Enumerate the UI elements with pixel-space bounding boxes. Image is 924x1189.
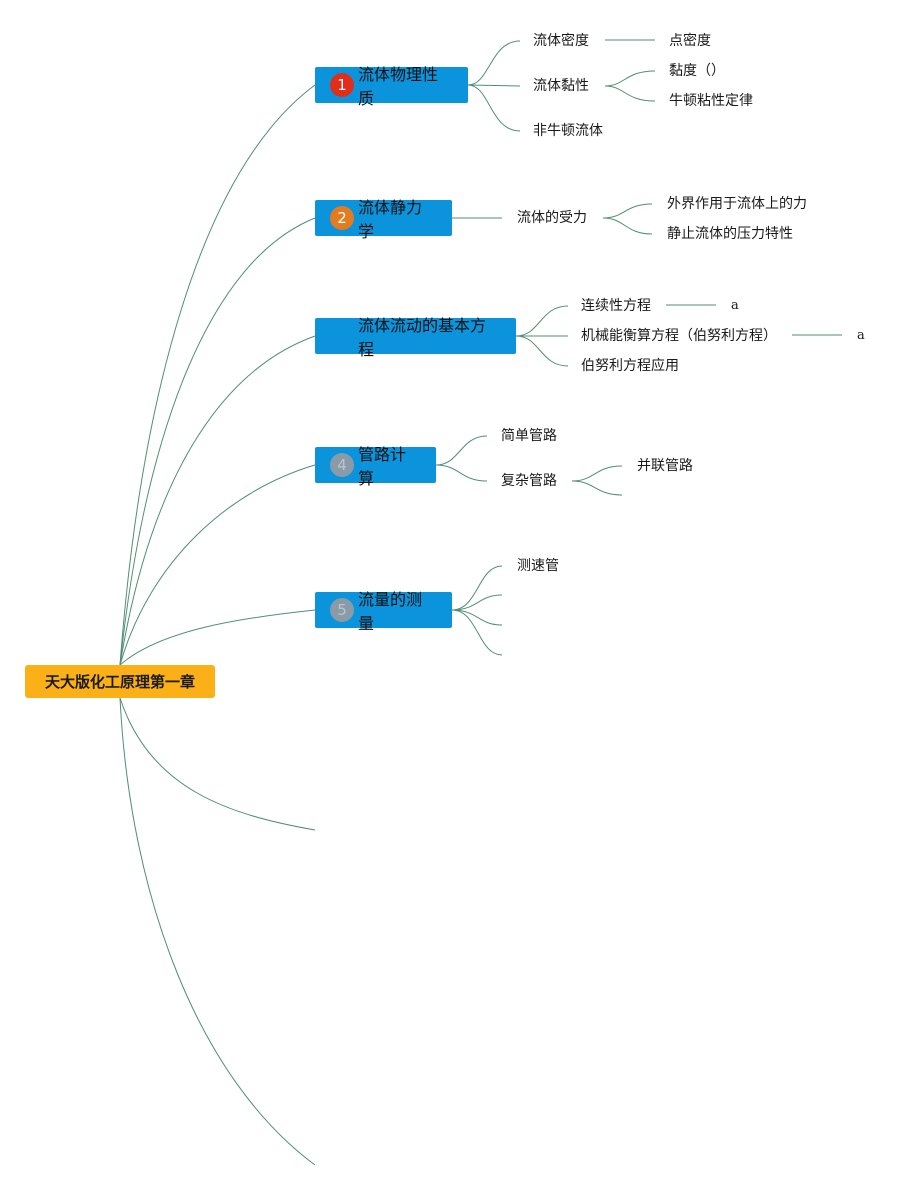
topic-label: 流量的测量	[358, 590, 423, 633]
subtopic-fluid-density[interactable]: 流体密度	[533, 33, 589, 49]
subtopic-viscosity-degree[interactable]: 黏度（）	[669, 63, 725, 79]
subtopic-simple-pipeline[interactable]: 简单管路	[501, 428, 557, 444]
link-t1-density	[467, 40, 521, 86]
number-5-icon: 5	[330, 598, 354, 622]
link-t2-static	[602, 217, 653, 235]
topic-label: 流体静力学	[358, 198, 423, 241]
link-t5-empty-1	[451, 594, 503, 611]
subtopic-mechanical-energy-equation[interactable]: 机械能衡算方程（伯努利方程）	[581, 328, 777, 344]
link-root-topic-4	[119, 464, 316, 666]
link-root-topic-5	[119, 609, 316, 666]
topic-flow-measurement[interactable]: 5 流量的测量	[315, 590, 452, 633]
topic-label: 管路计算	[358, 445, 407, 488]
subtopic-newton-viscosity-law[interactable]: 牛顿粘性定律	[669, 93, 753, 109]
link-t5-empty-2	[451, 609, 503, 626]
link-t1-visc-law	[604, 85, 656, 102]
root-topic-label: 天大版化工原理第一章	[44, 673, 195, 691]
root-topic[interactable]: 天大版化工原理第一章	[25, 665, 215, 698]
subtopic-external-forces[interactable]: 外界作用于流体上的力	[667, 196, 807, 212]
energy-equation-note: a	[857, 328, 865, 343]
subtopic-point-density[interactable]: 点密度	[669, 33, 711, 49]
topic-label: 流体流动的基本方程	[358, 316, 487, 359]
subtopic-pitot-tube[interactable]: 测速管	[517, 558, 559, 574]
subtopic-complex-pipeline[interactable]: 复杂管路	[501, 473, 557, 489]
link-t2-external	[602, 203, 653, 219]
link-root-topic-2	[119, 217, 316, 666]
link-root-empty-6	[119, 697, 316, 831]
link-t4-empty	[571, 480, 623, 496]
link-root-empty-7	[119, 697, 316, 1166]
topic-basic-flow-equations[interactable]: 流体流动的基本方程	[315, 316, 516, 359]
number-3-icon	[330, 324, 354, 348]
subtopic-static-pressure[interactable]: 静止流体的压力特性	[667, 226, 793, 242]
subtopic-parallel-pipeline[interactable]: 并联管路	[637, 458, 693, 474]
link-root-topic-1	[119, 84, 316, 666]
link-t4-complex	[435, 464, 488, 482]
link-t1-visc-degree	[604, 70, 656, 87]
link-t3-application	[515, 335, 569, 367]
link-t5-pitot	[451, 565, 503, 611]
link-t4-simple	[435, 435, 488, 466]
subtopic-non-newtonian[interactable]: 非牛顿流体	[533, 123, 603, 139]
link-root-topic-3	[119, 335, 316, 666]
topic-pipeline-calculation[interactable]: 4 管路计算	[315, 445, 436, 488]
link-t3-continuity	[515, 305, 569, 337]
topic-fluid-properties[interactable]: 1 流体物理性质	[315, 65, 468, 108]
topic-fluid-statics[interactable]: 2 流体静力学	[315, 198, 452, 241]
link-t4-parallel	[571, 465, 623, 482]
link-t1-viscosity	[467, 84, 521, 87]
number-4-icon: 4	[330, 453, 354, 477]
subtopic-continuity-equation[interactable]: 连续性方程	[581, 298, 651, 314]
number-2-icon: 2	[330, 206, 354, 230]
link-t5-empty-3	[451, 609, 503, 656]
subtopic-fluid-viscosity[interactable]: 流体黏性	[533, 78, 589, 94]
number-1-icon: 1	[330, 73, 354, 97]
link-t1-nonnewton	[467, 84, 521, 132]
subtopic-fluid-forces[interactable]: 流体的受力	[517, 210, 587, 226]
subtopic-bernoulli-application[interactable]: 伯努利方程应用	[581, 358, 679, 374]
continuity-note: a	[731, 298, 739, 313]
topic-label: 流体物理性质	[358, 65, 439, 108]
